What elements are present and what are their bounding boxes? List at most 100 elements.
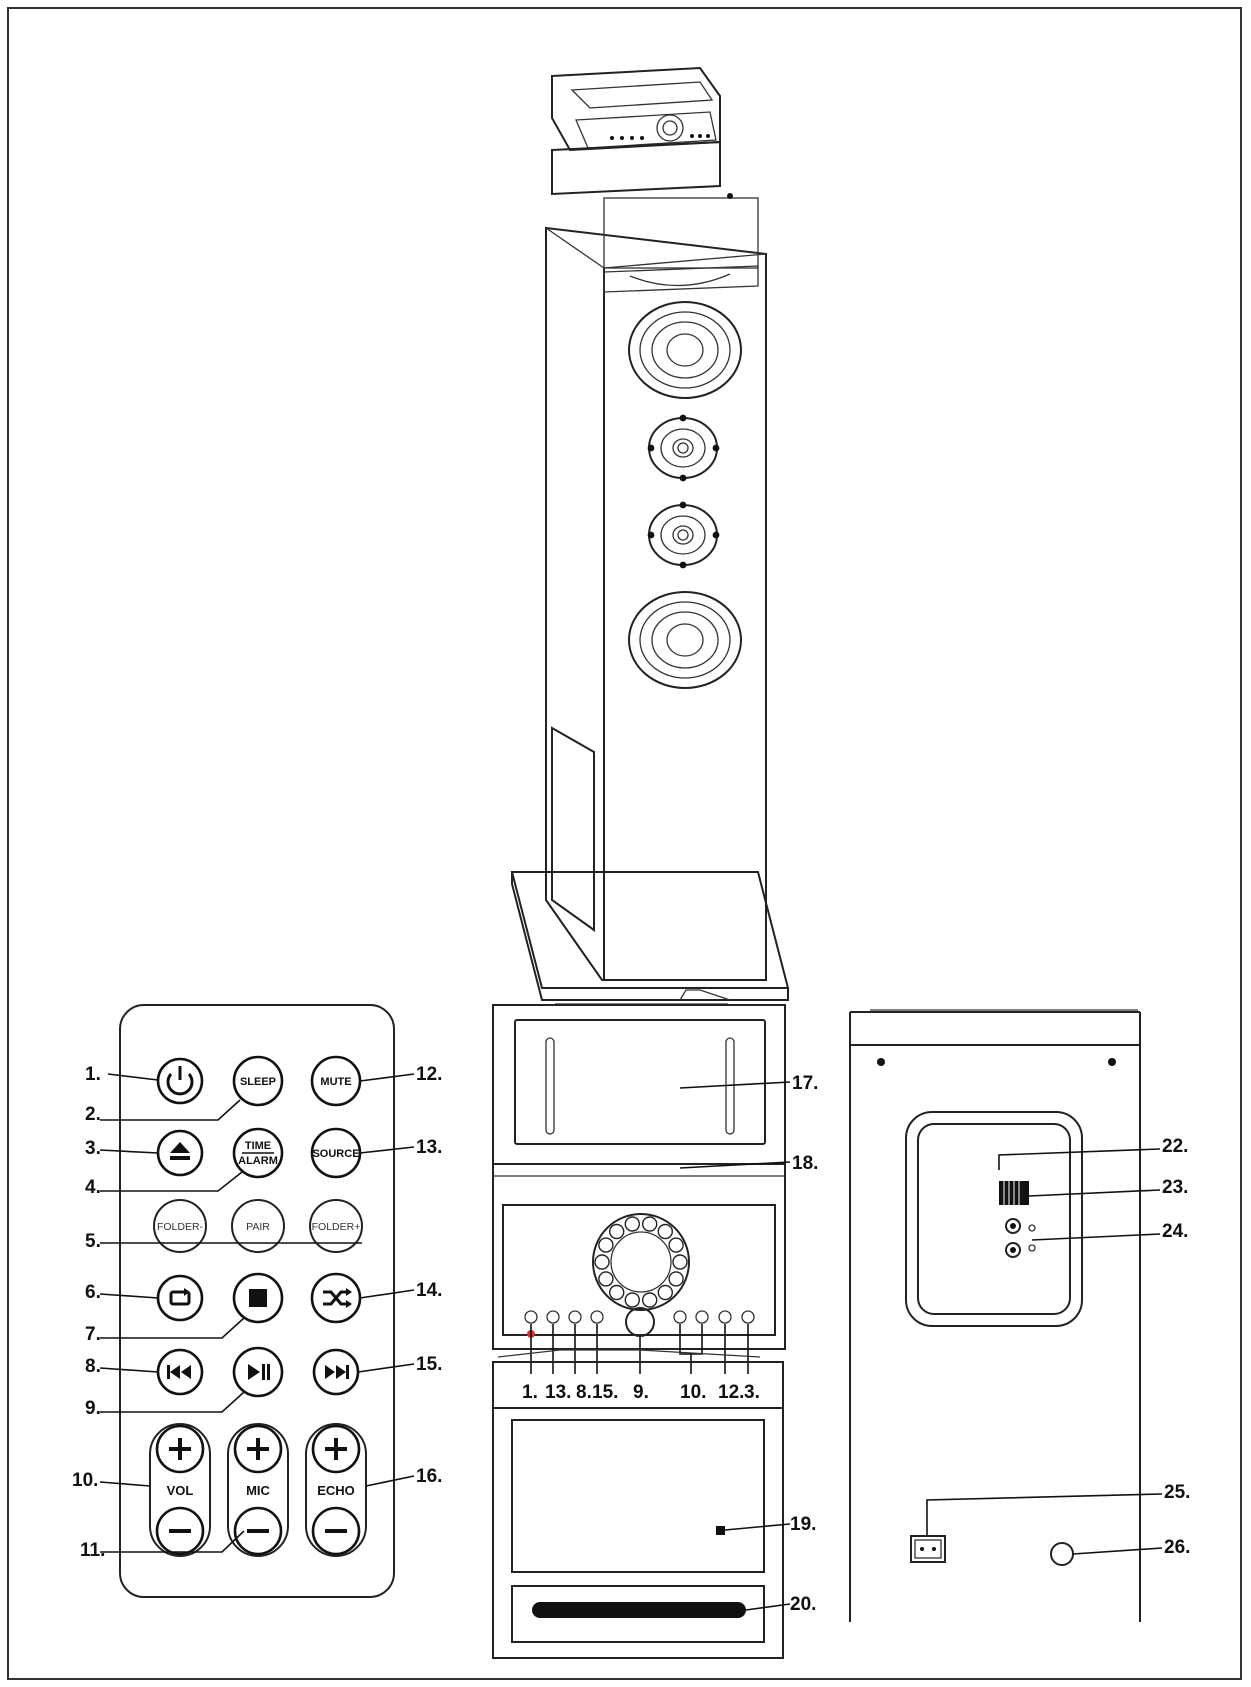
panel-buttons — [524, 1307, 755, 1338]
callout-24: 24. — [1162, 1221, 1188, 1242]
front-panel-leaders — [530, 1081, 791, 1374]
dial-bead — [642, 1292, 658, 1308]
callout-17: 17. — [792, 1073, 818, 1094]
callout-14: 14. — [416, 1280, 442, 1301]
sleep-label: SLEEP — [240, 1076, 276, 1088]
dial-bead — [657, 1223, 673, 1240]
pair-button[interactable]: PAIR — [231, 1199, 285, 1253]
panel-prev-button[interactable] — [568, 1310, 582, 1324]
cd-section: 19. 20. — [492, 1349, 816, 1659]
folder-minus-label: FOLDER- — [157, 1221, 204, 1233]
previous-icon — [167, 1365, 191, 1379]
vol-label: VOL — [167, 1483, 194, 1498]
top-control-ring — [656, 114, 684, 142]
folder-minus-button[interactable]: FOLDER- — [153, 1199, 207, 1253]
panel-callout-9: 9. — [633, 1382, 649, 1403]
sleep-button[interactable]: SLEEP — [232, 1055, 284, 1107]
panel-eject-button[interactable] — [741, 1310, 755, 1324]
mute-button[interactable]: MUTE — [310, 1055, 362, 1107]
repeat-button[interactable] — [156, 1274, 204, 1322]
mic-rocker: MIC — [227, 1423, 289, 1557]
callout-20: 20. — [790, 1594, 816, 1615]
back-panel: 22. 23. 24. 25. 26. — [849, 1009, 1190, 1622]
shuffle-button[interactable] — [310, 1272, 362, 1324]
tower-speaker — [510, 66, 790, 1001]
source-label: SOURCE — [312, 1148, 359, 1160]
mute-label: MUTE — [320, 1076, 351, 1088]
dial-bead — [657, 1284, 673, 1301]
eject-button[interactable] — [156, 1129, 204, 1177]
previous-button[interactable] — [156, 1348, 204, 1396]
shuffle-icon — [323, 1290, 348, 1306]
callout-11: 11. — [80, 1540, 105, 1561]
stop-button[interactable] — [232, 1272, 284, 1324]
front-top-panel: 17. 18. 1. 13. 8. 15. 9. 10. 12. 3. — [492, 989, 818, 1403]
tweeter-top — [647, 414, 720, 482]
panel-callout-12: 12. — [718, 1382, 744, 1403]
panel-callout-8: 8. — [576, 1382, 592, 1403]
power-button[interactable] — [156, 1057, 204, 1105]
vol-up-button[interactable] — [155, 1424, 205, 1474]
callout-15: 15. — [416, 1354, 442, 1375]
mic-down-button[interactable] — [233, 1506, 283, 1556]
callout-2: 2. — [85, 1104, 101, 1125]
panel-callout-3: 3. — [744, 1382, 760, 1403]
callout-18: 18. — [792, 1153, 818, 1174]
callout-23: 23. — [1162, 1177, 1188, 1198]
callout-26: 26. — [1164, 1537, 1190, 1558]
dial-bead — [598, 1237, 614, 1253]
mic-up-button[interactable] — [233, 1424, 283, 1474]
vol-down-button[interactable] — [155, 1506, 205, 1556]
callout-9: 9. — [85, 1398, 101, 1419]
antenna-socket[interactable] — [1050, 1542, 1074, 1566]
panel-mute-button[interactable] — [718, 1310, 732, 1324]
ac-power-socket[interactable] — [910, 1535, 946, 1563]
stop-icon — [249, 1289, 267, 1307]
time-alarm-button[interactable]: TIME ALARM — [232, 1127, 284, 1179]
dial-beads — [594, 1216, 688, 1308]
callout-1: 1. — [85, 1064, 101, 1085]
cd-slot-frame — [511, 1585, 765, 1643]
remote-leaders — [99, 1073, 415, 1553]
panel-next-button[interactable] — [590, 1310, 604, 1324]
dial-bead — [598, 1271, 614, 1287]
time-label: TIME — [245, 1140, 271, 1152]
power-switch[interactable] — [999, 1181, 1029, 1205]
dial-bead — [668, 1271, 684, 1287]
panel-callout-15: 15. — [592, 1382, 618, 1403]
panel-vol-up-button[interactable] — [695, 1310, 709, 1324]
aux-jacks[interactable] — [1005, 1218, 1036, 1258]
echo-up-button[interactable] — [311, 1424, 361, 1474]
next-button[interactable] — [312, 1348, 360, 1396]
remote-body — [119, 1004, 395, 1598]
callout-3: 3. — [85, 1138, 101, 1159]
callout-25: 25. — [1164, 1482, 1190, 1503]
callout-13: 13. — [416, 1137, 442, 1158]
callout-4: 4. — [85, 1177, 101, 1198]
callout-16: 16. — [416, 1466, 442, 1487]
alarm-label: ALARM — [238, 1155, 278, 1167]
play-pause-button[interactable] — [232, 1346, 284, 1398]
callout-5: 5. — [85, 1231, 101, 1252]
panel-source-button[interactable] — [546, 1310, 560, 1324]
echo-label: ECHO — [317, 1483, 355, 1498]
panel-callout-10: 10. — [680, 1382, 706, 1403]
remote-control: SLEEP MUTE TIME ALARM SOURCE FOLDER- — [72, 1004, 442, 1598]
echo-down-button[interactable] — [311, 1506, 361, 1556]
pair-label: PAIR — [246, 1221, 270, 1233]
source-button[interactable]: SOURCE — [310, 1127, 362, 1179]
panel-vol-down-button[interactable] — [673, 1310, 687, 1324]
folder-plus-button[interactable]: FOLDER+ — [309, 1199, 363, 1253]
next-icon — [325, 1365, 349, 1379]
echo-rocker: ECHO — [305, 1423, 367, 1557]
panel-callout-1: 1. — [522, 1382, 538, 1403]
rear-connector-panel — [917, 1123, 1071, 1315]
jog-dial[interactable] — [592, 1213, 690, 1311]
dial-bead — [672, 1254, 688, 1270]
callout-7: 7. — [85, 1324, 101, 1345]
panel-play-button[interactable] — [625, 1307, 655, 1337]
dial-bead — [624, 1216, 640, 1232]
panel-power-button[interactable] — [524, 1310, 538, 1324]
remote-callouts: 1. 2. 3. 4. 5. 6. 7. 8. 9. 10. 11. 12. 1… — [72, 1064, 442, 1561]
